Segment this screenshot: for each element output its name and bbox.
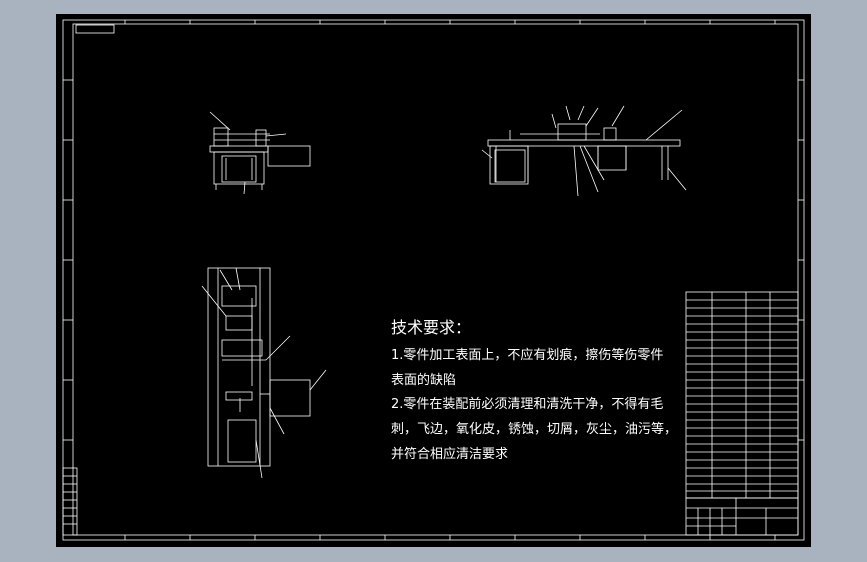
drawing-sheet — [56, 14, 811, 547]
technical-requirements-title: 技术要求： — [391, 318, 472, 337]
left-zone-marks — [63, 79, 73, 441]
corner-title-box — [75, 24, 115, 34]
requirement-line-2: 表面的缺陷 — [391, 373, 457, 388]
title-block — [685, 497, 799, 536]
right-zone-marks — [798, 79, 804, 441]
requirement-line-4: 刺，飞边，氧化皮，锈蚀，切屑，灰尘，油污等， — [391, 422, 678, 437]
requirement-line-5: 并符合相应清洁要求 — [391, 447, 509, 462]
inner-border — [72, 23, 799, 536]
requirement-line-1: 1.零件加工表面上，不应有划痕，擦伤等伤零件 — [391, 348, 664, 363]
requirement-line-3: 2.零件在装配前必须清理和清洗干净，不得有毛 — [391, 397, 664, 412]
left-revision-block — [62, 467, 78, 536]
bom-table — [685, 291, 799, 499]
bottom-zone-marks — [124, 535, 776, 540]
front-view — [209, 111, 311, 195]
top-view — [201, 267, 327, 479]
top-zone-marks — [124, 20, 776, 24]
side-view — [481, 105, 687, 197]
outer-border — [62, 19, 805, 541]
